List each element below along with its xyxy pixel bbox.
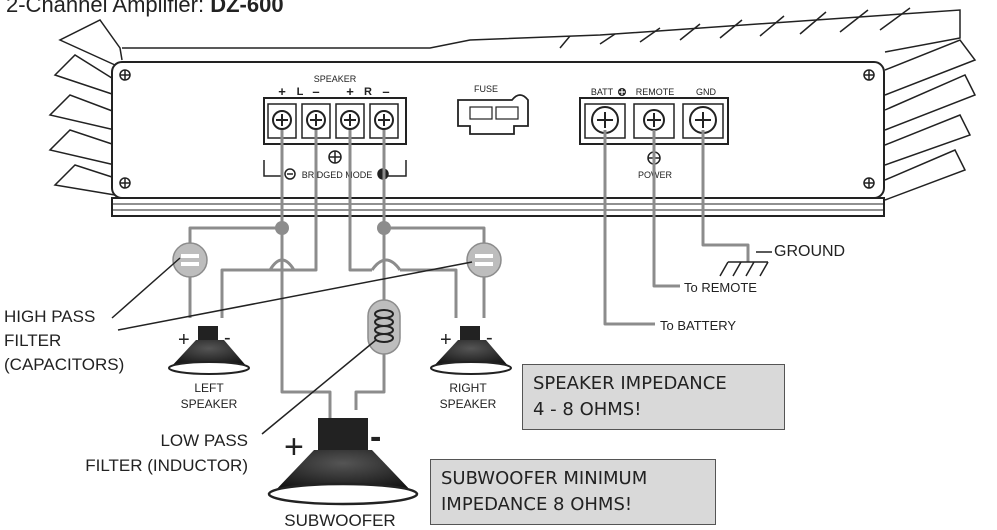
title-model: DZ-600 bbox=[210, 0, 284, 17]
right-speaker-label-1: RIGHT bbox=[449, 381, 487, 395]
inductor-icon bbox=[367, 299, 401, 355]
terminal-minus-r: – bbox=[382, 84, 389, 99]
low-pass-label-2: FILTER (INDUCTOR) bbox=[85, 456, 248, 475]
remote-label: REMOTE bbox=[636, 87, 675, 97]
terminal-l-label: L bbox=[297, 86, 304, 98]
heatsink-left bbox=[48, 9, 961, 196]
subwoofer-impedance-line-2: IMPEDANCE 8 OHMS! bbox=[441, 494, 633, 515]
heatsink-right bbox=[559, 7, 977, 201]
speaker-header-label: SPEAKER bbox=[314, 74, 357, 84]
subwoofer-impedance-note: SUBWOOFER MINIMUM IMPEDANCE 8 OHMS! bbox=[430, 459, 716, 525]
subwoofer-impedance-line-1: SUBWOOFER MINIMUM bbox=[441, 468, 648, 489]
speaker-impedance-line-1: SPEAKER IMPEDANCE bbox=[533, 373, 727, 394]
right-speaker-label-2: SPEAKER bbox=[440, 397, 497, 411]
speaker-terminal-block: SPEAKER + L – + R – BRIDGED MODE bbox=[263, 74, 407, 180]
pointer-lines bbox=[111, 257, 473, 435]
high-pass-label-3: (CAPACITORS) bbox=[4, 355, 124, 374]
to-remote-label: To REMOTE bbox=[684, 280, 757, 295]
amplifier-base bbox=[111, 197, 885, 217]
high-pass-label-1: HIGH PASS bbox=[4, 307, 95, 326]
subwoofer-label: SUBWOOFER bbox=[284, 511, 395, 530]
ground-symbol bbox=[719, 251, 772, 277]
ground-label: GROUND bbox=[774, 243, 845, 260]
capacitor-left-icon bbox=[172, 242, 208, 278]
left-speaker-minus: - bbox=[224, 327, 231, 349]
terminal-minus-l: – bbox=[312, 84, 319, 99]
terminal-r-label: R bbox=[364, 86, 372, 98]
left-speaker-plus: + bbox=[178, 329, 190, 351]
junction-dots bbox=[275, 221, 391, 235]
fuse-holder: FUSE bbox=[457, 84, 529, 135]
capacitor-right-icon bbox=[466, 242, 502, 278]
right-speaker-icon bbox=[430, 326, 512, 375]
subwoofer-minus: - bbox=[370, 418, 381, 456]
title-prefix: 2-Channel Amplifier: bbox=[6, 0, 211, 17]
power-wiring bbox=[603, 130, 750, 326]
to-battery-label: To BATTERY bbox=[660, 318, 736, 333]
low-pass-label-1: LOW PASS bbox=[160, 431, 248, 450]
speaker-wiring bbox=[188, 130, 486, 418]
diagram-title: 2-Channel Amplifier: DZ-600 bbox=[6, 0, 284, 18]
bridged-mode-label: BRIDGED MODE bbox=[302, 170, 373, 180]
left-speaker-icon bbox=[168, 326, 250, 375]
terminal-plus-l: + bbox=[278, 84, 286, 99]
speaker-impedance-note: SPEAKER IMPEDANCE 4 - 8 OHMS! bbox=[522, 364, 785, 430]
gnd-label: GND bbox=[696, 87, 717, 97]
batt-label: BATT bbox=[591, 87, 614, 97]
subwoofer-plus: + bbox=[284, 428, 304, 466]
terminal-plus-r: + bbox=[346, 84, 354, 99]
left-speaker-label-1: LEFT bbox=[194, 381, 224, 395]
left-speaker-label-2: SPEAKER bbox=[181, 397, 238, 411]
subwoofer-icon bbox=[267, 418, 419, 506]
speaker-impedance-line-2: 4 - 8 OHMS! bbox=[533, 399, 642, 420]
corner-screws bbox=[119, 69, 875, 189]
right-speaker-plus: + bbox=[440, 329, 452, 351]
right-speaker-minus: - bbox=[486, 327, 493, 349]
high-pass-label-2: FILTER bbox=[4, 331, 61, 350]
fuse-label: FUSE bbox=[474, 84, 498, 94]
